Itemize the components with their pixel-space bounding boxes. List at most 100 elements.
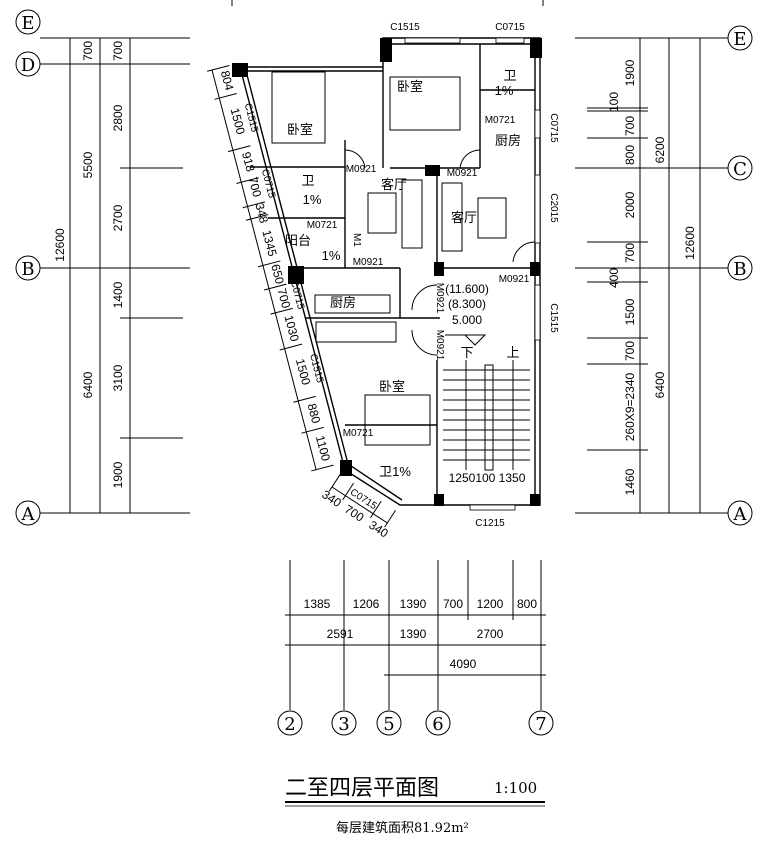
stairs <box>443 334 530 470</box>
right-dimensions: 1900 100 700 800 6200 2000 700 12600 400… <box>607 59 697 495</box>
dim-text: 1500 <box>623 298 637 325</box>
windows: C1515 C0715 C0715 C2015 C1515 C1215 <box>390 22 559 529</box>
axis-label-e-right: E <box>733 29 746 50</box>
slope-label: 1% <box>303 192 322 207</box>
dim-text: 1390 <box>400 597 427 611</box>
room-label: 卫 <box>301 173 314 188</box>
dim-text: 1390 <box>400 627 427 641</box>
window-label: C1215 <box>475 518 505 529</box>
room-label: 厨房 <box>330 295 356 310</box>
dim-text: 700 <box>246 176 265 199</box>
room-label: 卧室 <box>397 79 423 94</box>
dim-text: 260X9=2340 <box>623 372 637 441</box>
dim-text: 1500 <box>228 106 248 136</box>
door-labels: M0921 M0921 M0721 M0721 M0921 M0921 M092… <box>307 115 536 439</box>
axis-label-a: A <box>21 504 36 525</box>
counter <box>314 294 391 314</box>
sofa <box>401 179 423 249</box>
window-label: C1515 <box>548 303 559 333</box>
dim-text: 1900 <box>111 461 125 488</box>
dim-text: 6400 <box>653 371 667 398</box>
bed <box>271 71 326 144</box>
door-label: M0721 <box>343 428 374 439</box>
axis-label-5: 5 <box>383 714 394 735</box>
dim-text: 1345 <box>259 228 279 258</box>
stair-width-label: 1250100 1350 <box>449 471 526 485</box>
room-label: 阳台 <box>285 233 311 248</box>
dim-text: 1206 <box>353 597 380 611</box>
window-label: C2015 <box>548 193 559 223</box>
bed <box>389 76 461 131</box>
door-label: M1 <box>351 233 362 247</box>
dim-text: 12600 <box>683 226 697 260</box>
slant-dimensions: 804 1500 918 700 348 1345 650 700 1030 1… <box>207 64 334 472</box>
room-labels: 卧室 卧室 卧室 卫 卫 卫1% 厨房 厨房 客厅 客厅 阳台 1% 1% 1% <box>285 68 521 479</box>
window-label: C0715 <box>548 113 559 143</box>
furniture <box>271 71 507 471</box>
dim-text: 2000 <box>623 191 637 218</box>
axis-label-b: B <box>21 259 34 280</box>
axis-label-2: 2 <box>284 714 295 735</box>
dim-text: 700 <box>275 287 294 310</box>
dim-text: 6400 <box>81 371 95 398</box>
axis-label-e: E <box>21 13 34 34</box>
door-label: M0921 <box>346 164 377 175</box>
door-label: M0921 <box>434 283 445 314</box>
dim-text: 6200 <box>653 136 667 163</box>
dim-text: 800 <box>517 597 537 611</box>
stair-down-label: 下 <box>460 346 473 361</box>
corner-dimensions: 340 700 340 C0715 <box>319 474 396 541</box>
room-label: 客厅 <box>451 210 477 225</box>
title-main: 二至四层平面图 <box>285 776 439 801</box>
drawing-title: 二至四层平面图 1:100 每层建筑面积81.92m² <box>285 776 545 836</box>
dim-text: 340 <box>366 518 391 541</box>
window-label: C0715 <box>495 22 525 33</box>
window-label: C1515 <box>390 22 420 33</box>
room-label: 卫1% <box>379 464 411 479</box>
dim-text: 804 <box>218 69 237 92</box>
dim-text: 700 <box>623 243 637 263</box>
dim-text: 5500 <box>81 151 95 178</box>
columns <box>232 38 542 506</box>
dim-text: 918 <box>239 150 258 173</box>
dim-text: 1900 <box>623 59 637 86</box>
bottom-dimensions: 1385 1206 1390 700 1200 800 2591 1390 27… <box>277 560 554 736</box>
dim-text: 12600 <box>53 228 67 262</box>
slope-label: 1% <box>495 83 514 98</box>
dim-text: 1100 <box>313 434 333 463</box>
door-label: M0921 <box>353 257 384 268</box>
dim-text: 1030 <box>282 314 302 344</box>
elevation-label: 5.000 <box>452 313 482 327</box>
room-label: 卧室 <box>379 379 405 394</box>
dim-text: 1460 <box>623 468 637 495</box>
dim-text: 100 <box>607 92 621 112</box>
room-label: 厨房 <box>495 133 521 148</box>
stair-up-label: 上 <box>506 346 519 361</box>
slope-label: 1% <box>322 248 341 263</box>
axis-label-3: 3 <box>338 714 349 735</box>
axis-label-d: D <box>21 55 35 76</box>
table <box>477 197 507 239</box>
left-dimensions: 700 700 5500 2800 2700 12600 1400 6400 3… <box>53 41 125 489</box>
dim-text: 2700 <box>477 627 504 641</box>
piano <box>315 321 397 343</box>
dim-text: 700 <box>81 41 95 61</box>
elevation-label: (8.300) <box>448 297 486 311</box>
axis-label-c: C <box>733 159 747 180</box>
dim-text: 2700 <box>111 204 125 231</box>
door-label: M0721 <box>307 220 338 231</box>
axis-label-a-right: A <box>733 504 748 525</box>
dim-text: 1385 <box>304 597 331 611</box>
dim-text: 1400 <box>111 281 125 308</box>
dim-text: 400 <box>607 268 621 288</box>
axis-bubbles: E D B A E C B A <box>15 9 753 526</box>
dim-text: 700 <box>623 116 637 136</box>
dim-text: 2591 <box>327 627 354 641</box>
dim-text: 2800 <box>111 104 125 131</box>
dim-text: 340 <box>319 487 344 510</box>
dim-text: 700 <box>111 41 125 61</box>
door-label: M0921 <box>499 274 530 285</box>
bed <box>364 394 431 446</box>
door-label: M0721 <box>485 115 516 126</box>
